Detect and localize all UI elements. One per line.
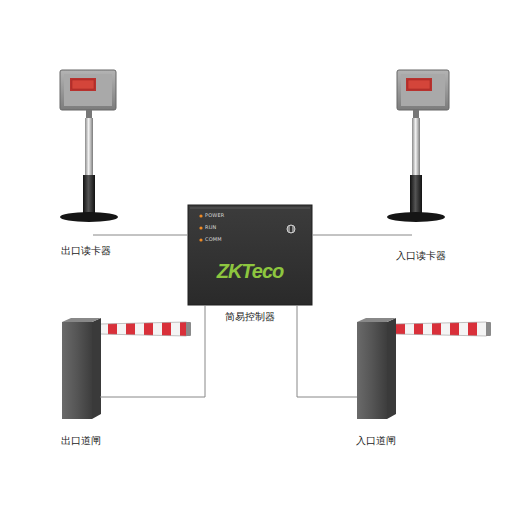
wire-connector [312,235,390,236]
device-label: 出口读卡器 [61,245,111,256]
controller-box [188,205,312,305]
wire-connector [297,305,350,397]
card-reader [60,70,120,235]
barrier-gate [62,318,191,419]
brand-logo: ZKTeco [217,260,284,282]
led-label: COMM [205,237,222,243]
reader-node: 入口读卡器 [390,66,452,262]
wire-connector [120,235,188,236]
controller-node: POWERRUNCOMMZKTeco简易控制器 [188,205,312,305]
wire [93,235,120,236]
card-reader [387,70,449,235]
reader-node: 出口读卡器 [52,66,120,262]
gate-node: 入口道闸 [350,315,402,450]
barrier-gate [350,318,491,419]
device-label: 简易控制器 [225,311,275,322]
wire-connector [107,305,205,397]
device-label: 出口道闸 [61,435,101,446]
device-label: 入口道闸 [356,435,396,446]
gate-node: 出口道闸 [55,315,107,450]
device-label: 入口读卡器 [396,250,446,261]
led-label: RUN [205,225,216,231]
wire [390,235,412,236]
led-label: POWER [205,213,225,219]
